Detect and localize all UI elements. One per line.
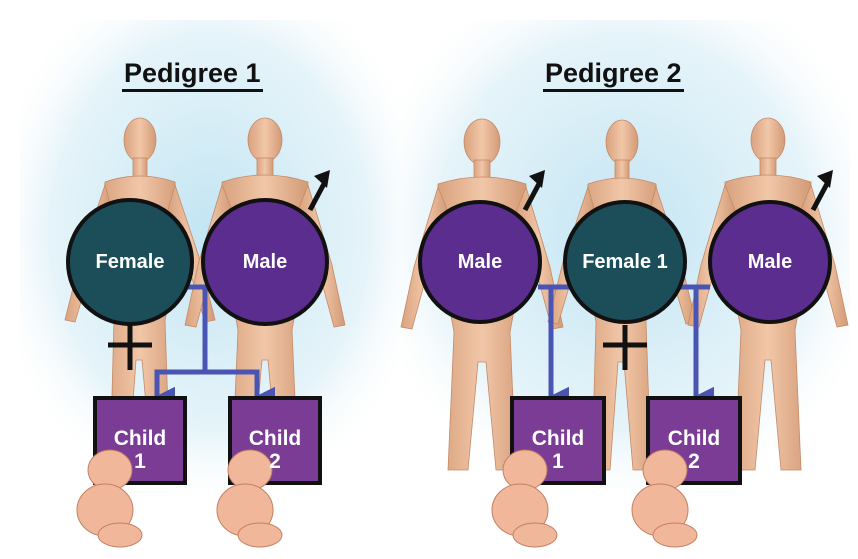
child-label-text: Child bbox=[513, 427, 603, 450]
child-label-text: Child bbox=[649, 427, 739, 450]
pedigree-1-title: Pedigree 1 bbox=[122, 58, 263, 92]
child-number: 2 bbox=[649, 450, 739, 473]
child-label-text: Child bbox=[95, 427, 185, 450]
child-number: 2 bbox=[230, 450, 320, 473]
child-1-label: Child 1 bbox=[513, 427, 603, 473]
child-2-label: Child 2 bbox=[649, 427, 739, 473]
parent-label-male: Male bbox=[195, 250, 335, 274]
parent-label-male: Male bbox=[410, 250, 550, 274]
child-number: 1 bbox=[95, 450, 185, 473]
parent-label-female-1: Female 1 bbox=[555, 250, 695, 274]
parent-label-male: Male bbox=[700, 250, 840, 274]
child-2-label: Child 2 bbox=[230, 427, 320, 473]
pedigree-2-title: Pedigree 2 bbox=[543, 58, 684, 92]
child-1-label: Child 1 bbox=[95, 427, 185, 473]
child-label-text: Child bbox=[230, 427, 320, 450]
parent-label-female: Female bbox=[60, 250, 200, 274]
child-number: 1 bbox=[513, 450, 603, 473]
